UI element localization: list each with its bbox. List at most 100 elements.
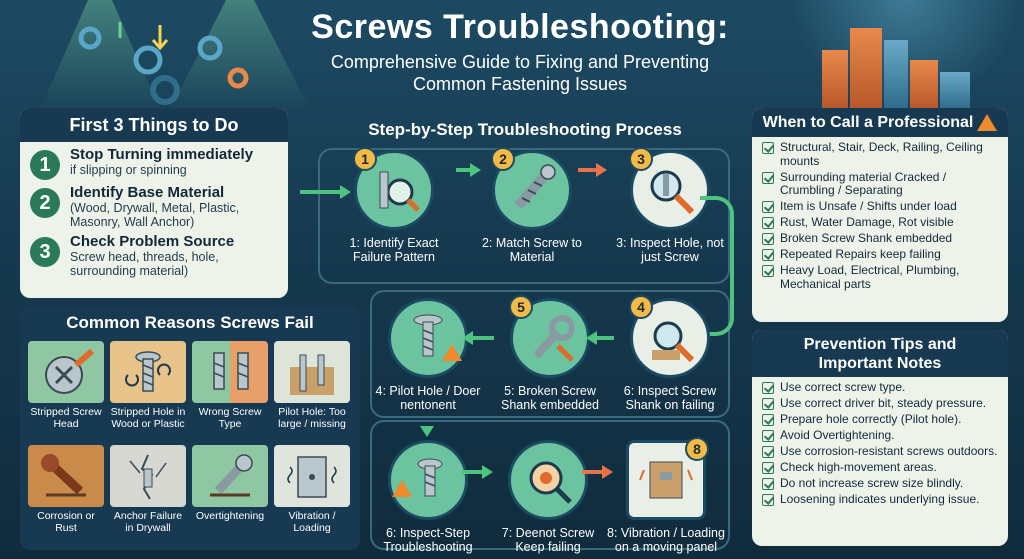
flow-arrow [578, 168, 596, 172]
process-step: 1 1: Identify Exact Failure Pattern [334, 147, 454, 264]
process-step: 4 6: Inspect Screw Shank on failing [610, 295, 730, 412]
check-icon [762, 398, 774, 410]
check-icon [762, 201, 774, 213]
first-three-panel: First 3 Things to Do 1 Stop Turning imme… [20, 108, 288, 298]
arrow-head [470, 163, 481, 177]
check-icon [762, 142, 774, 154]
step-desc: if slipping or spinning [70, 163, 187, 177]
flow-arrow [596, 336, 614, 340]
process-step: 7: Deenot Screw Keep failing [488, 440, 608, 554]
arrow-head [340, 185, 351, 199]
step-desc: (Wood, Drywall, Metal, Plastic, Masonry,… [70, 201, 240, 229]
reason-item: Anchor Failure in Drywall [110, 445, 186, 545]
list-item: Structural, Stair, Deck, Railing, Ceilin… [762, 140, 1000, 168]
process-step: 5 5: Broken Screw Shank embedded [490, 295, 610, 412]
check-icon [762, 382, 774, 394]
list-item: Heavy Load, Electrical, Plumbing, Mechan… [762, 263, 1000, 291]
anchor-failure-icon [110, 445, 186, 507]
pilot-screw-icon [388, 298, 468, 378]
step-label: 3: Inspect Hole, not just Screw [616, 236, 724, 264]
arrow-head [586, 331, 597, 345]
list-item: Repeated Repairs keep failing [762, 247, 1000, 262]
arrow-head [462, 331, 473, 345]
panel-vibration-icon: 8 [626, 437, 709, 520]
arrow-head [596, 163, 607, 177]
first-step-item: 3 Check Problem Source Screw head, threa… [20, 229, 288, 278]
arrow-head [482, 465, 493, 479]
step-badge: 4 [629, 295, 653, 319]
reason-item: Wrong Screw Type [192, 341, 268, 441]
professional-panel: When to Call a Professional Structural, … [752, 108, 1008, 322]
screw-icon: 2 [491, 147, 572, 230]
flow-row-frame [318, 148, 730, 284]
step-label: 8: Vibration / Loading on a moving panel [607, 526, 725, 554]
arrow-head [602, 465, 613, 479]
reason-item: Stripped Screw Head [28, 341, 104, 441]
flow-arrow [300, 190, 340, 194]
reason-item: Pilot Hole: Too large / missing [274, 341, 350, 441]
step-title: Stop Turning immediately [70, 146, 254, 163]
list-item: Surrounding material Cracked / Crumbling… [762, 170, 1000, 198]
check-icon [762, 430, 774, 442]
building [940, 72, 970, 110]
process-step: 6: Inspect-Step Troubleshooting [368, 440, 488, 554]
vibration-icon [274, 445, 350, 507]
check-icon [762, 217, 774, 229]
list-item: Item is Unsafe / Shifts under load [762, 199, 1000, 214]
building [822, 50, 848, 110]
list-item: Avoid Overtightening. [762, 428, 1000, 443]
target-icon [508, 440, 588, 520]
screw-check-icon [388, 440, 468, 520]
panel-title: When to Call a Professional [752, 108, 1008, 137]
list-item: Use corrosion-resistant screws outdoors. [762, 444, 1000, 459]
list-item: Loosening indicates underlying issue. [762, 492, 1000, 507]
warning-icon [392, 480, 412, 497]
check-icon [762, 414, 774, 426]
building [850, 28, 882, 110]
check-icon [762, 494, 774, 506]
step-badge: 3 [629, 147, 653, 171]
inspect-icon: 3 [629, 147, 710, 230]
panel-title: Prevention Tips and Important Notes [752, 330, 1008, 377]
step-title: Check Problem Source [70, 233, 235, 250]
flow-arrow [582, 470, 602, 474]
flow-arrow [462, 470, 482, 474]
prevention-tips-panel: Prevention Tips and Important Notes Use … [752, 330, 1008, 546]
wrong-screw-icon [192, 341, 268, 403]
step-label: 7: Deenot Screw Keep failing [501, 526, 595, 554]
list-item: Do not increase screw size blindly. [762, 476, 1000, 491]
step-badge: 1 [353, 147, 377, 171]
stripped-hole-icon [110, 341, 186, 403]
reason-item: Overtightening [192, 445, 268, 545]
panel-title: First 3 Things to Do [20, 108, 288, 142]
check-icon [762, 265, 774, 277]
check-icon [762, 478, 774, 490]
list-item: Broken Screw Shank embedded [762, 231, 1000, 246]
check-icon [762, 446, 774, 458]
step-number: 1 [30, 150, 60, 180]
flow-arrow [456, 168, 470, 172]
step-badge: 2 [491, 147, 515, 171]
reason-item: Stripped Hole in Wood or Plastic [110, 341, 186, 441]
step-label: 6: Inspect-Step Troubleshooting [383, 526, 473, 554]
step-desc: Screw head, threads, hole, surrounding m… [70, 250, 219, 278]
stripped-head-icon [28, 341, 104, 403]
list-item: Check high-movement areas. [762, 460, 1000, 475]
arrow-head [420, 426, 434, 437]
step-label: 2: Match Screw to Material [481, 236, 583, 264]
warning-icon [977, 114, 998, 132]
page-subtitle: Comprehensive Guide to Fixing and Preven… [330, 52, 710, 94]
check-icon [762, 171, 774, 184]
step-number: 3 [30, 237, 60, 267]
step-label: 4: Pilot Hole / Doer nentonent [375, 384, 481, 412]
first-step-item: 2 Identify Base Material (Wood, Drywall,… [20, 180, 288, 229]
step-title: Identify Base Material [70, 184, 225, 201]
page-title: Screws Troubleshooting: [311, 8, 729, 46]
step-number: 2 [30, 188, 60, 218]
list-item: Prepare hole correctly (Pilot hole). [762, 412, 1000, 427]
step-label: 5: Broken Screw Shank embedded [501, 384, 599, 412]
rusty-screw-icon [28, 445, 104, 507]
step-badge: 8 [685, 437, 709, 461]
pilot-hole-icon [274, 341, 350, 403]
reason-item: Corrosion or Rust [28, 445, 104, 545]
